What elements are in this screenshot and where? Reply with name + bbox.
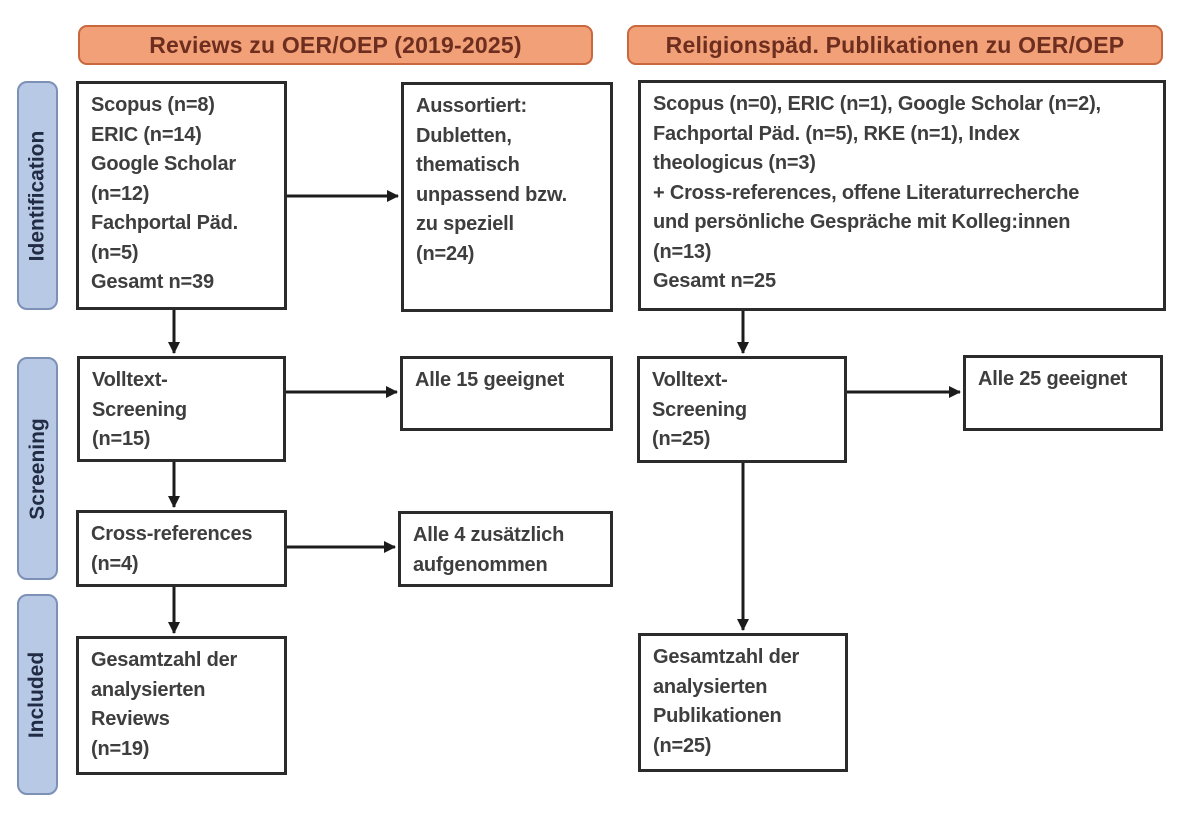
stage-label-identification: Identification	[17, 81, 58, 310]
box-right-fulltext-result: Alle 25 geeignet	[963, 355, 1163, 431]
stage-label-included-text: Included	[25, 651, 49, 738]
box-left-fulltext-screening: Volltext- Screening (n=15)	[77, 356, 286, 462]
box-left-crossreferences: Cross-references (n=4)	[76, 510, 287, 587]
box-left-excluded: Aussortiert: Dubletten, thematisch unpas…	[401, 82, 613, 312]
box-right-included-total: Gesamtzahl der analysierten Publikatione…	[638, 633, 848, 772]
box-left-identification-sources: Scopus (n=8) ERIC (n=14) Google Scholar …	[76, 81, 287, 310]
column-header-reviews-label: Reviews zu OER/OEP (2019-2025)	[149, 31, 522, 58]
box-right-identification-sources: Scopus (n=0), ERIC (n=1), Google Scholar…	[638, 80, 1166, 311]
box-left-fulltext-result: Alle 15 geeignet	[400, 356, 613, 431]
box-right-fulltext-screening: Volltext- Screening (n=25)	[637, 356, 847, 463]
box-left-crossreferences-result: Alle 4 zusätzlich aufgenommen	[398, 511, 613, 587]
column-header-religionspaed: Religionspäd. Publikationen zu OER/OEP	[627, 25, 1163, 65]
box-left-included-total: Gesamtzahl der analysierten Reviews (n=1…	[76, 636, 287, 775]
column-header-reviews: Reviews zu OER/OEP (2019-2025)	[78, 25, 593, 65]
stage-label-identification-text: Identification	[25, 130, 49, 261]
stage-label-included: Included	[17, 594, 58, 795]
column-header-religionspaed-label: Religionspäd. Publikationen zu OER/OEP	[665, 31, 1125, 58]
stage-label-screening: Screening	[17, 357, 58, 580]
stage-label-screening-text: Screening	[25, 417, 49, 520]
